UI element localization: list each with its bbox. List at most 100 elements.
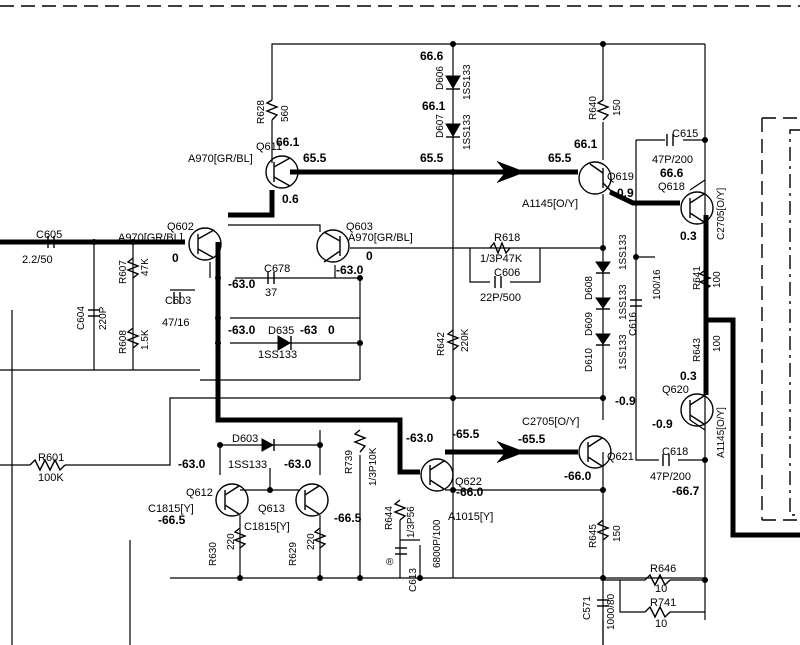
r642-label: R642 bbox=[436, 332, 447, 356]
c678-value: 37 bbox=[265, 287, 277, 299]
diode-d603 bbox=[261, 438, 275, 452]
c618-voltage: -66.7 bbox=[672, 484, 700, 498]
r608-value: 1.5K bbox=[140, 329, 151, 350]
capacitor-c613 bbox=[395, 547, 407, 555]
transistor-q612 bbox=[215, 483, 249, 517]
c603-label: C603 bbox=[165, 295, 191, 307]
q611-collector-voltage: 0.6 bbox=[282, 192, 299, 206]
resistor-r608 bbox=[126, 327, 140, 349]
q619-emitter-voltage: 0.9 bbox=[617, 186, 634, 200]
q603-type: A970[GR/BL] bbox=[348, 232, 413, 244]
q622-type: A1015[Y] bbox=[448, 511, 493, 523]
q613-base-voltage: -63.0 bbox=[284, 457, 312, 471]
diode-d635 bbox=[277, 335, 292, 351]
resistor-r607 bbox=[126, 257, 140, 279]
resistor-r601 bbox=[29, 458, 66, 472]
transistor-q611 bbox=[265, 155, 299, 189]
diode-d606 bbox=[445, 75, 461, 90]
top-voltage: 66.6 bbox=[420, 49, 444, 63]
d608-type: 1SS133 bbox=[618, 234, 629, 270]
c605-label: C605 bbox=[36, 229, 62, 241]
resistor-r641 bbox=[698, 269, 712, 291]
c606-label: C606 bbox=[494, 267, 520, 279]
q612-label: Q612 bbox=[186, 487, 213, 499]
bold-signal-path bbox=[0, 169, 800, 538]
q621-base-voltage: -65.5 bbox=[518, 432, 546, 446]
r640-value: 150 bbox=[612, 99, 623, 116]
rail-voltage-left: 65.5 bbox=[303, 151, 327, 165]
r618-label: R618 bbox=[494, 232, 520, 244]
diode-d609 bbox=[595, 297, 611, 310]
r601-value: 100K bbox=[38, 472, 64, 484]
q620-collector-voltage: -0.9 bbox=[652, 417, 673, 431]
c613-value: 6800P/100 bbox=[432, 519, 443, 568]
r607-value: 47K bbox=[140, 258, 151, 276]
d603-type: 1SS133 bbox=[228, 459, 267, 471]
d635-right-voltage: -63 bbox=[300, 323, 318, 337]
d608-label: D608 bbox=[584, 276, 595, 300]
r628-value: 560 bbox=[280, 105, 291, 122]
q603-output-voltage: 0 bbox=[366, 249, 373, 263]
r643-value: 100 bbox=[712, 335, 723, 352]
q602-type: A970[GR/BL] bbox=[118, 232, 183, 244]
capacitor-c615 bbox=[666, 134, 674, 146]
capacitor-c603 bbox=[173, 292, 181, 304]
transistor-q621 bbox=[578, 435, 612, 469]
d635-label: D635 bbox=[268, 325, 294, 337]
r739-value: 1/3P10K bbox=[368, 447, 379, 486]
q603-base-voltage: -63.0 bbox=[336, 263, 364, 277]
d606-label: D606 bbox=[435, 66, 446, 90]
capacitor-c618 bbox=[662, 454, 670, 466]
d635-type: 1SS133 bbox=[258, 349, 297, 361]
r642-value: 220K bbox=[460, 328, 471, 352]
c616-label: C616 bbox=[628, 312, 639, 336]
diode-d607 bbox=[445, 123, 461, 138]
d609-type: 1SS133 bbox=[618, 284, 629, 320]
reference-mark: ® bbox=[386, 557, 394, 568]
q619-label: Q619 bbox=[607, 171, 634, 183]
r608-label: R608 bbox=[118, 330, 129, 354]
resistor-r640 bbox=[596, 99, 610, 121]
c615-label: C615 bbox=[672, 128, 698, 140]
c616-value: 100/16 bbox=[652, 269, 663, 300]
c604-value: 220P bbox=[98, 306, 109, 330]
transistor-q613 bbox=[295, 483, 329, 517]
r645-label: R645 bbox=[588, 524, 599, 548]
q613-label: Q613 bbox=[258, 503, 285, 515]
signal-arrow-bottom bbox=[496, 440, 526, 464]
transistor-q618 bbox=[680, 191, 714, 225]
q621-emitter-voltage: -66.0 bbox=[564, 469, 592, 483]
q621-label: Q621 bbox=[607, 451, 634, 463]
r646-value: 10 bbox=[655, 583, 667, 595]
c613-label: C613 bbox=[408, 568, 419, 592]
r641-label: R641 bbox=[692, 266, 703, 290]
r641-value: 100 bbox=[712, 271, 723, 288]
junction-dots bbox=[91, 41, 708, 583]
q619-type: A1145[O/Y] bbox=[522, 198, 578, 210]
q622-label: Q622 bbox=[455, 476, 482, 488]
r629-label: R629 bbox=[288, 542, 299, 566]
transistor-q620 bbox=[680, 393, 714, 427]
q618-type: C2705[O/Y] bbox=[716, 188, 727, 240]
diode-d610 bbox=[595, 333, 611, 346]
r629-value: 220 bbox=[306, 533, 317, 550]
q612-type: C1815[Y] bbox=[148, 503, 194, 515]
capacitor-c678 bbox=[267, 272, 275, 284]
c604-label: C604 bbox=[76, 306, 87, 330]
d606-d607-voltage: 66.1 bbox=[422, 99, 446, 113]
d606-type: 1SS133 bbox=[462, 64, 473, 100]
q622-emitter-voltage: -66.0 bbox=[456, 485, 484, 499]
resistor-r741 bbox=[644, 605, 671, 619]
q603-label: Q603 bbox=[346, 221, 373, 233]
c606-value: 22P/500 bbox=[480, 292, 521, 304]
capacitor-c571 bbox=[597, 599, 609, 607]
c618-value: 47P/200 bbox=[650, 471, 691, 483]
resistor-r646 bbox=[644, 573, 671, 587]
resistor-r644 bbox=[393, 499, 407, 521]
capacitor-c605 bbox=[47, 236, 55, 248]
q602-input-voltage: 0 bbox=[172, 251, 179, 265]
c615-value: 47P/200 bbox=[652, 154, 693, 166]
q620-emitter-voltage: 0.3 bbox=[680, 369, 697, 383]
q612-base-voltage: -63.0 bbox=[178, 457, 206, 471]
